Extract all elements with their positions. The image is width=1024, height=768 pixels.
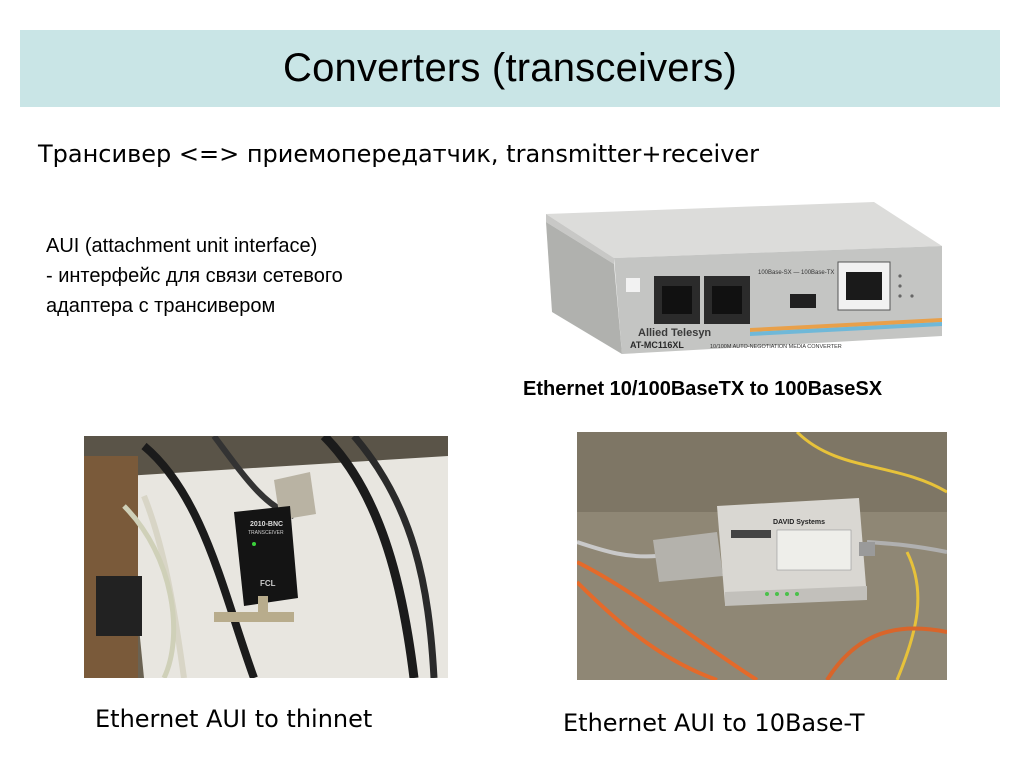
thinnet-caption: Ethernet AUI to thinnet xyxy=(95,705,373,733)
tenbase-brand-label: DAVID Systems xyxy=(773,519,825,526)
media-converter-photo: 100Base-SX — 100Base-TX AT-MC116XL Allie… xyxy=(544,200,946,358)
thinnet-photo: 2010-BNC TRANSCEIVER FCL xyxy=(84,436,448,678)
tenbase-t-photo: DAVID Systems xyxy=(577,432,947,680)
thinnet-brand-label: FCL xyxy=(260,579,276,588)
svg-text:100Base-SX — 100Base-TX: 100Base-SX — 100Base-TX xyxy=(758,270,834,276)
aui-definition: AUI (attachment unit interface) - интерф… xyxy=(46,231,343,321)
thinnet-type-label: TRANSCEIVER xyxy=(248,530,284,536)
title-bar: Converters (transceivers) xyxy=(20,30,1000,107)
converter-model-label: AT-MC116XL xyxy=(630,340,684,350)
aui-line-2: - интерфейс для связи сетевого xyxy=(46,265,343,287)
tenbase-t-caption: Ethernet AUI to 10Base-T xyxy=(563,709,865,737)
aui-line-1: AUI (attachment unit interface) xyxy=(46,235,318,257)
converter-brand-label: Allied Telesyn xyxy=(638,327,711,339)
slide-subtitle: Трансивер <=> приемопередатчик, transmit… xyxy=(38,140,760,168)
media-converter-caption: Ethernet 10/100BaseTX to 100BaseSX xyxy=(523,378,883,400)
thinnet-model-label: 2010-BNC xyxy=(250,521,283,528)
aui-line-3: адаптера с трансивером xyxy=(46,295,276,317)
converter-subtitle-label: 10/100M AUTO-NEGOTIATION MEDIA CONVERTER xyxy=(710,344,842,350)
slide-title: Converters (transceivers) xyxy=(282,46,737,90)
